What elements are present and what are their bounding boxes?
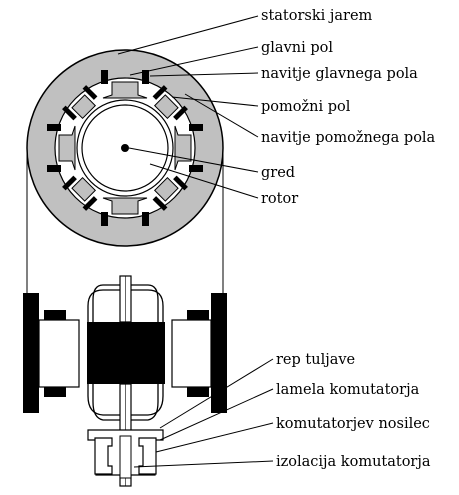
longitudinal-view [23, 275, 227, 487]
label-aux-pole-winding: navitje pomožnega pola [261, 130, 436, 146]
commutator-segment-right [138, 437, 157, 475]
winding-block [187, 387, 209, 397]
label-coil-tail: rep tuljave [276, 352, 355, 368]
main-pole [58, 125, 76, 171]
label-stator-yoke: statorski jarem [261, 8, 373, 24]
commutator-segment-left [94, 437, 113, 475]
cross-section-view [26, 49, 224, 247]
aux-pole [153, 176, 179, 202]
leader-lines [117, 15, 274, 468]
main-pole [102, 81, 148, 99]
aux-pole [71, 94, 97, 120]
label-commutator-insulation: izolacija komutatorja [276, 454, 431, 470]
labels: statorski jarem glavni pol navitje glavn… [261, 8, 436, 470]
winding-block [44, 387, 66, 397]
aux-pole [153, 94, 179, 120]
shaft [121, 144, 129, 152]
label-aux-pole: pomožni pol [261, 99, 351, 115]
label-main-pole: glavni pol [261, 40, 333, 56]
label-commutator-segment: lamela komutatorja [276, 382, 420, 398]
main-pole-windings [47, 70, 203, 226]
poles [58, 81, 192, 215]
winding-block [44, 310, 66, 320]
pole-right [171, 319, 212, 388]
stator-yoke-right [211, 293, 227, 413]
label-shaft: gred [261, 165, 295, 181]
label-rotor: rotor [261, 191, 298, 207]
label-main-pole-winding: navitje glavnega pola [261, 66, 418, 82]
projection-lines [26, 148, 224, 295]
pole-left [38, 319, 80, 388]
main-pole [102, 197, 148, 215]
rotor-core [87, 322, 165, 384]
aux-pole [71, 176, 97, 202]
label-commutator-carrier: komutatorjev nosilec [276, 416, 430, 432]
aux-pole-windings [62, 85, 188, 211]
stator-yoke-left [23, 293, 39, 413]
winding-block [187, 310, 209, 320]
commutator-insulation [119, 435, 132, 479]
